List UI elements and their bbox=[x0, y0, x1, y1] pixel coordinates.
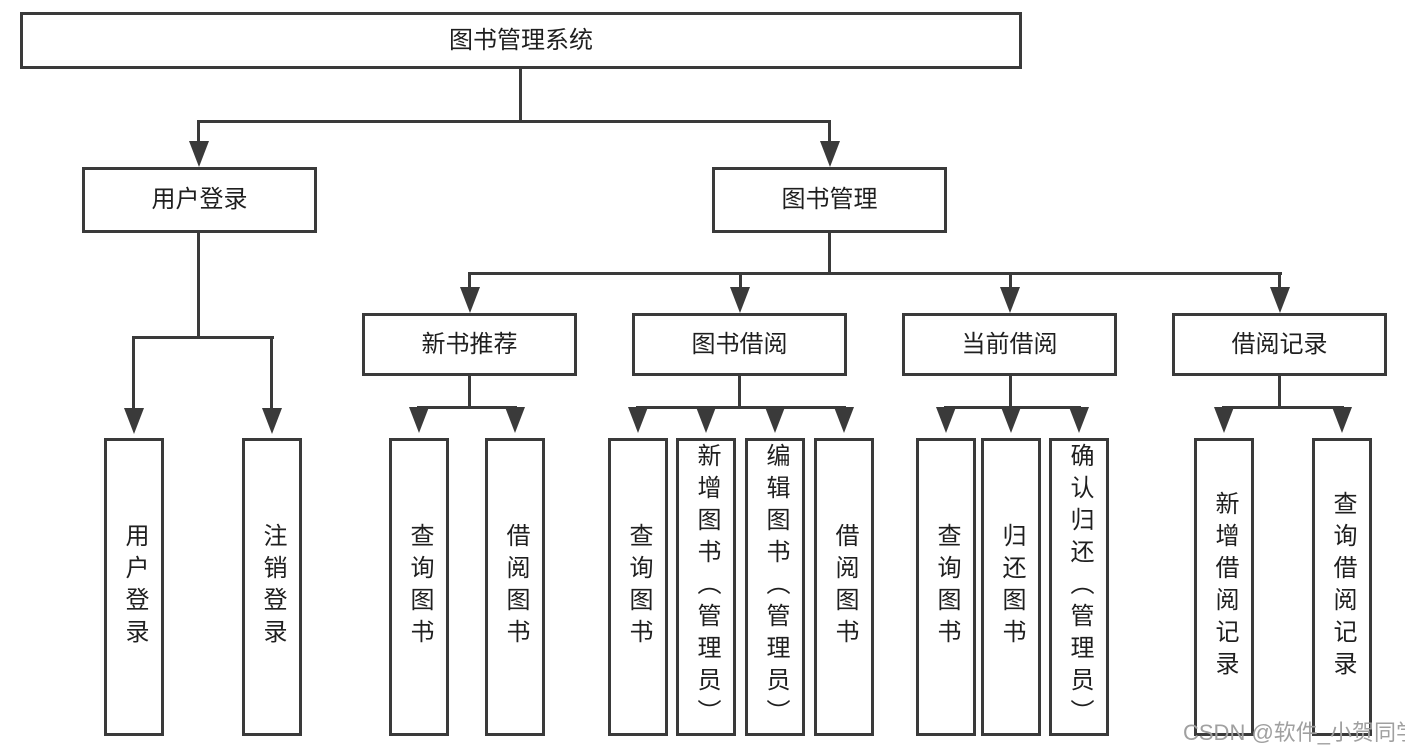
arrowhead-book-borrowing-icon bbox=[730, 287, 750, 313]
leaf-query-books-borrowing-label: 查询图书 bbox=[625, 523, 652, 651]
arrowhead-add-book-admin-icon bbox=[696, 407, 716, 433]
leaf-borrow-books-borrowing: 借阅图书 bbox=[814, 438, 874, 736]
connector-user-login-bar bbox=[132, 336, 274, 339]
leaf-borrow-books-recommend: 借阅图书 bbox=[485, 438, 545, 736]
arrowhead-query-books-recommend-icon bbox=[409, 407, 429, 433]
arrowhead-book-management-icon bbox=[820, 141, 840, 167]
leaf-query-books-current: 查询图书 bbox=[916, 438, 976, 736]
arrowhead-current-borrowing-icon bbox=[1000, 287, 1020, 313]
connector-to-book-borrowing bbox=[739, 272, 742, 289]
arrowhead-query-borrow-record-icon bbox=[1332, 407, 1352, 433]
connector-user-login-stem bbox=[197, 233, 200, 338]
connector-to-leaf-logout bbox=[270, 336, 273, 410]
connector-to-book-management bbox=[828, 120, 831, 143]
arrowhead-leaf-user-login-icon bbox=[124, 408, 144, 434]
leaf-query-borrow-record-label: 查询借阅记录 bbox=[1329, 491, 1356, 683]
leaf-add-borrow-record-label: 新增借阅记录 bbox=[1211, 491, 1238, 683]
node-new-book-recommend: 新书推荐 bbox=[362, 313, 577, 376]
connector-to-user-login bbox=[197, 120, 200, 143]
leaf-logout: 注销登录 bbox=[242, 438, 302, 736]
node-book-management-label: 图书管理 bbox=[781, 186, 878, 213]
node-root: 图书管理系统 bbox=[20, 12, 1022, 69]
leaf-return-book-label: 归还图书 bbox=[998, 523, 1025, 651]
connector-new-book-recommend-stem bbox=[468, 376, 471, 408]
node-user-login: 用户登录 bbox=[82, 167, 317, 233]
arrowhead-add-borrow-record-icon bbox=[1214, 407, 1234, 433]
connector-book-management-bar bbox=[468, 272, 1282, 275]
node-book-management: 图书管理 bbox=[712, 167, 947, 233]
arrowhead-user-login-icon bbox=[189, 141, 209, 167]
connector-current-borrowing-stem bbox=[1009, 376, 1012, 408]
arrowhead-edit-book-admin-icon bbox=[765, 407, 785, 433]
connector-book-borrowing-bar bbox=[636, 406, 846, 409]
leaf-logout-label: 注销登录 bbox=[259, 523, 286, 651]
node-book-borrowing-label: 图书借阅 bbox=[691, 330, 788, 358]
node-user-login-label: 用户登录 bbox=[151, 186, 248, 213]
node-borrow-records: 借阅记录 bbox=[1172, 313, 1387, 376]
node-new-book-recommend-label: 新书推荐 bbox=[421, 330, 518, 358]
arrowhead-query-books-current-icon bbox=[936, 407, 956, 433]
leaf-borrow-books-recommend-label: 借阅图书 bbox=[502, 523, 529, 651]
connector-to-new-book-recommend bbox=[468, 272, 471, 289]
connector-borrow-records-bar bbox=[1222, 406, 1344, 409]
leaf-query-borrow-record: 查询借阅记录 bbox=[1312, 438, 1372, 736]
connector-book-management-stem bbox=[828, 233, 831, 274]
arrowhead-new-book-recommend-icon bbox=[460, 287, 480, 313]
node-root-label: 图书管理系统 bbox=[449, 26, 593, 54]
arrowhead-return-book-icon bbox=[1001, 407, 1021, 433]
node-book-borrowing: 图书借阅 bbox=[632, 313, 847, 376]
arrowhead-confirm-return-admin-icon bbox=[1069, 407, 1089, 433]
connector-borrow-records-stem bbox=[1278, 376, 1281, 408]
csdn-watermark: CSDN @软件_小贺同学 bbox=[1183, 720, 1405, 745]
leaf-user-login-label: 用户登录 bbox=[121, 523, 148, 651]
connector-root-bar bbox=[197, 120, 831, 123]
node-borrow-records-label: 借阅记录 bbox=[1231, 330, 1328, 358]
connector-to-current-borrowing bbox=[1009, 272, 1012, 289]
leaf-query-books-borrowing: 查询图书 bbox=[608, 438, 668, 736]
leaf-query-books-current-label: 查询图书 bbox=[933, 523, 960, 651]
connector-root-stem bbox=[519, 69, 522, 122]
connector-to-borrow-records bbox=[1278, 272, 1281, 289]
arrowhead-query-books-borrowing-icon bbox=[628, 407, 648, 433]
leaf-add-book-admin-label: 新增图书（管理员） bbox=[693, 443, 720, 731]
arrowhead-borrow-books-recommend-icon bbox=[505, 407, 525, 433]
leaf-query-books-recommend: 查询图书 bbox=[389, 438, 449, 736]
node-current-borrowing: 当前借阅 bbox=[902, 313, 1117, 376]
node-current-borrowing-label: 当前借阅 bbox=[961, 330, 1058, 358]
arrowhead-leaf-logout-icon bbox=[262, 408, 282, 434]
connector-to-leaf-user-login bbox=[132, 336, 135, 410]
arrowhead-borrow-books-borrowing-icon bbox=[834, 407, 854, 433]
leaf-return-book: 归还图书 bbox=[981, 438, 1041, 736]
arrowhead-borrow-records-icon bbox=[1270, 287, 1290, 313]
leaf-edit-book-admin-label: 编辑图书（管理员） bbox=[762, 443, 789, 731]
leaf-borrow-books-borrowing-label: 借阅图书 bbox=[831, 523, 858, 651]
leaf-add-borrow-record: 新增借阅记录 bbox=[1194, 438, 1254, 736]
leaf-confirm-return-admin-label: 确认归还（管理员） bbox=[1066, 443, 1093, 731]
leaf-confirm-return-admin: 确认归还（管理员） bbox=[1049, 438, 1109, 736]
leaf-user-login: 用户登录 bbox=[104, 438, 164, 736]
connector-book-borrowing-stem bbox=[738, 376, 741, 408]
connector-new-book-recommend-bar bbox=[417, 406, 517, 409]
leaf-query-books-recommend-label: 查询图书 bbox=[406, 523, 433, 651]
leaf-edit-book-admin: 编辑图书（管理员） bbox=[745, 438, 805, 736]
leaf-add-book-admin: 新增图书（管理员） bbox=[676, 438, 736, 736]
